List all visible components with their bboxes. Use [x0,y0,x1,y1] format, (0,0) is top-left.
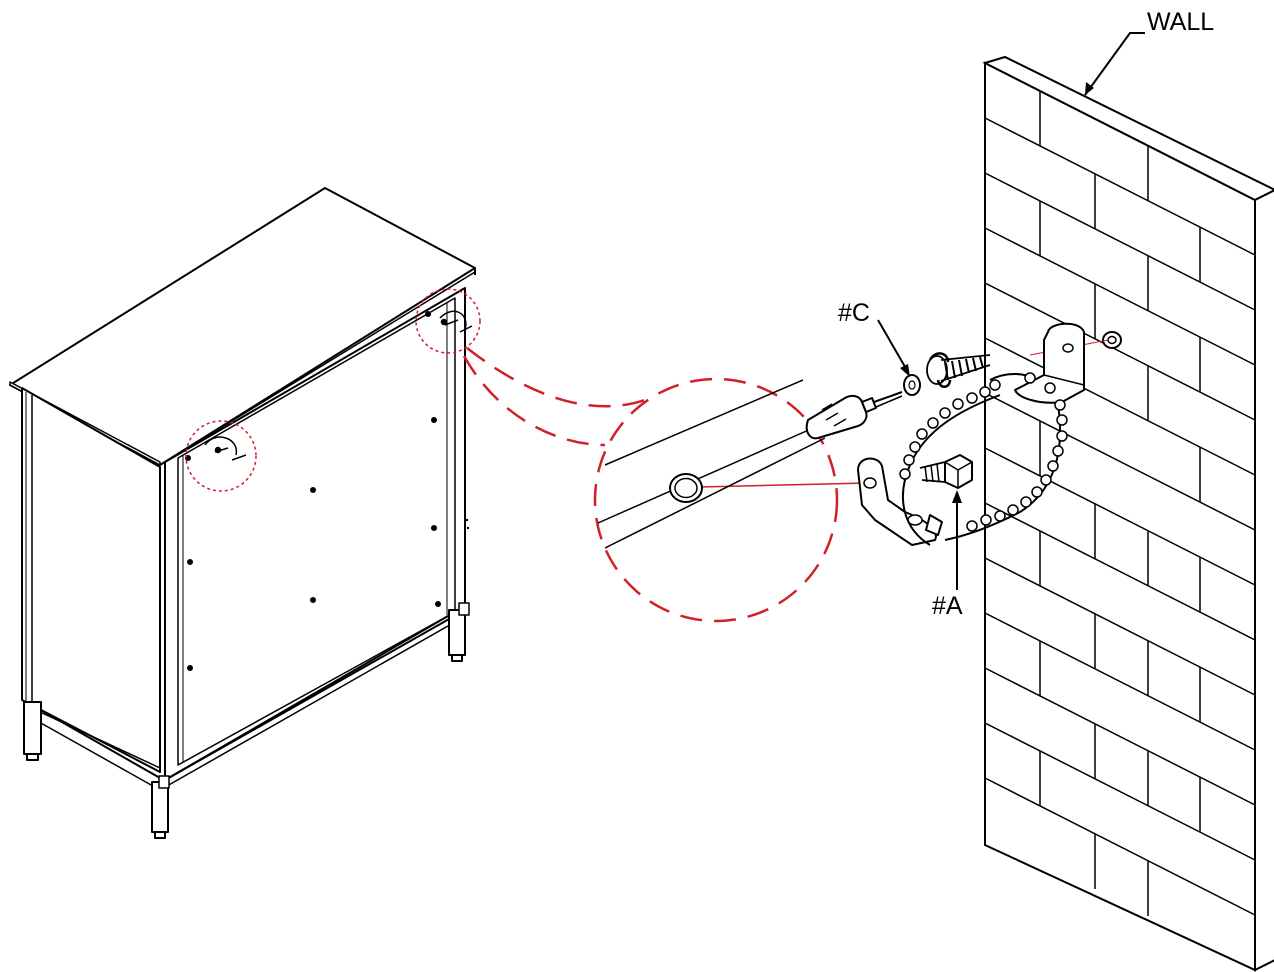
part-c-callout: #C [838,299,910,377]
beaded-strap-icon [899,372,1068,546]
brick-courses [984,117,1256,916]
part-c-label: #C [838,299,870,327]
back-panel-screws [185,311,441,671]
brick-wall [982,55,1274,972]
screw-icon [926,352,991,388]
washer-icon [903,374,921,396]
cabinet-legs [23,609,466,839]
loose-l-bracket-icon [857,457,943,546]
cabinet-side [21,387,161,773]
detail-callouts [185,288,1109,623]
cabinet-mark [465,518,470,530]
brick-joints [1039,91,1201,916]
callout-circle-small-right [415,288,481,354]
cabinet-strap-hardware-left [204,436,247,461]
wall-label: WALL [1147,8,1214,36]
screwdriver-icon [805,391,903,440]
cabinet [9,187,476,839]
magnified-detail-circle [593,377,839,623]
callout-circle-small-left [185,420,257,492]
wall-callout: WALL [1084,8,1214,96]
part-a-callout: #A [932,490,963,620]
anchor-bolt-icon [919,454,973,489]
magnified-detail-content [597,379,826,549]
wall-anchor-icon [1102,331,1122,349]
part-a-label: #A [932,592,963,620]
cabinet-strap-hardware-right [439,310,473,333]
